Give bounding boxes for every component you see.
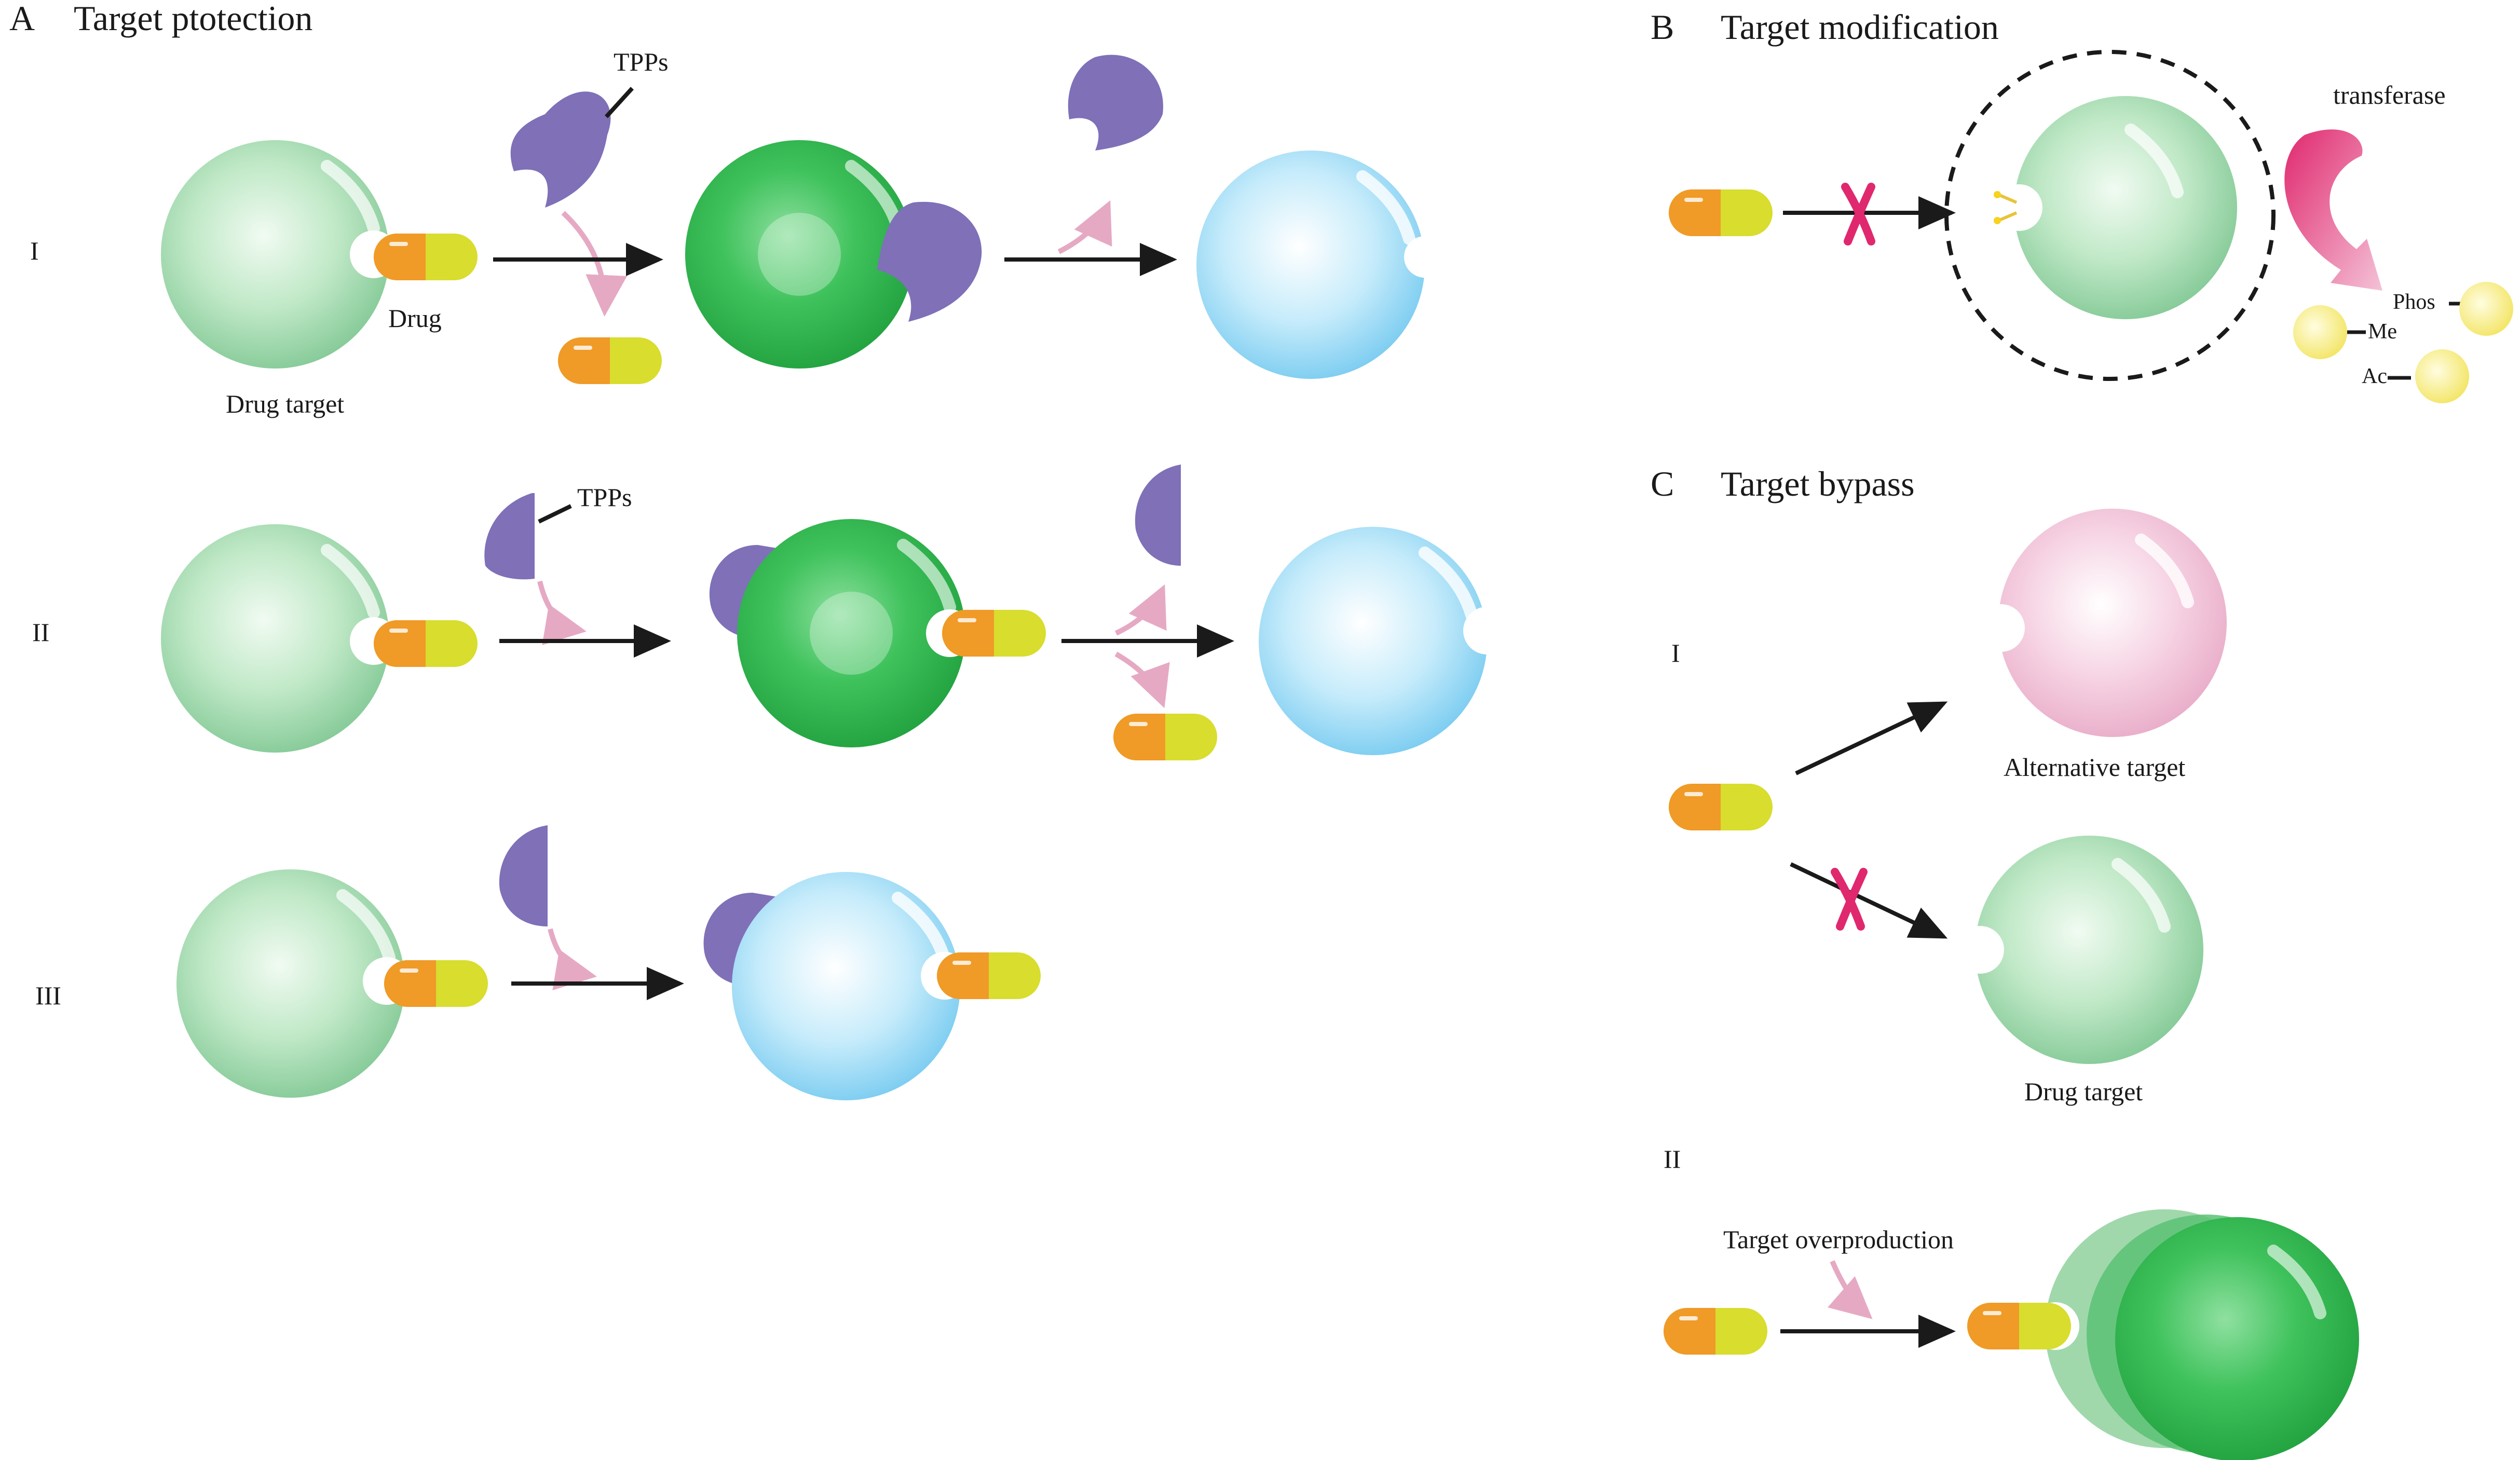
tpp-protein-icon — [499, 825, 548, 926]
panel-c-row-1-label: I — [1671, 638, 1680, 667]
tpp-protein-icon — [877, 201, 982, 322]
drug-target-label-c: Drug target — [2024, 1077, 2143, 1106]
panel-a: A Target ptotection I II III Drug Drug t… — [9, 0, 1511, 1100]
drug-target-label: Drug target — [226, 389, 344, 418]
row-2-protected-target — [737, 519, 974, 747]
panel-c-row-2-label: II — [1664, 1144, 1681, 1174]
modifier-group-icon — [2459, 282, 2513, 336]
tpps-label-row-1: TPPs — [614, 47, 669, 76]
drug-capsule-icon — [374, 620, 478, 667]
transferase-label: transferase — [2333, 80, 2446, 110]
row-1-drug-target — [161, 140, 398, 369]
modifier-group-icon — [2415, 349, 2469, 403]
row-2-drug-target — [161, 524, 398, 753]
row-3-drug-target — [176, 869, 411, 1098]
overproduced-target-stack — [2032, 1209, 2359, 1460]
panel-a-row-1-label: I — [30, 236, 39, 265]
panel-a-title: Target ptotection — [74, 0, 312, 38]
row-1-protected-target — [685, 140, 914, 369]
panel-c-title: Target bypass — [1721, 464, 1915, 503]
modifier-group-icon — [2293, 305, 2347, 359]
tpp-protein-icon — [1135, 465, 1181, 566]
drug-capsule-icon — [1669, 784, 1773, 830]
drug-capsule-icon — [1967, 1303, 2071, 1349]
phos-label: Phos — [2393, 290, 2435, 314]
row-2-resistant-target — [1259, 527, 1511, 755]
overproduction-label: Target overproduction — [1723, 1225, 1954, 1254]
modified-drug-target — [1994, 96, 2237, 319]
modification-boundary — [1944, 50, 2276, 381]
row-3-modified-target — [732, 872, 969, 1100]
panel-b: B Target modification transferase Phos — [1651, 7, 2513, 403]
bypassed-drug-target — [1956, 836, 2203, 1064]
alternative-target — [1977, 509, 2227, 737]
drug-capsule-icon — [374, 234, 478, 280]
ac-label: Ac — [2362, 364, 2387, 388]
me-label: Me — [2368, 320, 2397, 344]
row-1-resistant-target — [1196, 151, 1446, 379]
inhibition-cross-icon — [1841, 183, 1875, 245]
tpp-protein-icon — [1068, 54, 1163, 151]
drug-capsule-icon — [558, 337, 662, 384]
panel-c-letter: C — [1651, 464, 1674, 503]
panel-b-title: Target modification — [1721, 7, 1999, 47]
panel-a-row-2-label: II — [32, 618, 49, 647]
drug-capsule-icon — [1664, 1308, 1767, 1355]
panel-a-letter: A — [9, 0, 35, 38]
transferase-arrow-icon — [2284, 129, 2382, 291]
drug-capsule-icon — [942, 610, 1046, 657]
drug-capsule-icon — [1113, 714, 1217, 760]
drug-capsule-icon — [937, 952, 1041, 999]
drug-capsule-icon — [384, 960, 488, 1007]
panel-c: C Target bypass I II Alternative target … — [1651, 464, 2359, 1460]
drug-capsule-icon — [1669, 189, 1773, 236]
tpps-label-row-2: TPPs — [577, 483, 632, 512]
drug-label: Drug — [388, 304, 442, 333]
tpp-protein-icon — [484, 493, 535, 580]
alternative-target-label: Alternative target — [2004, 753, 2185, 782]
panel-a-row-3-label: III — [35, 981, 61, 1010]
tpp-protein-icon — [510, 91, 611, 208]
panel-b-letter: B — [1651, 7, 1674, 47]
inhibition-cross-icon — [1831, 868, 1868, 931]
